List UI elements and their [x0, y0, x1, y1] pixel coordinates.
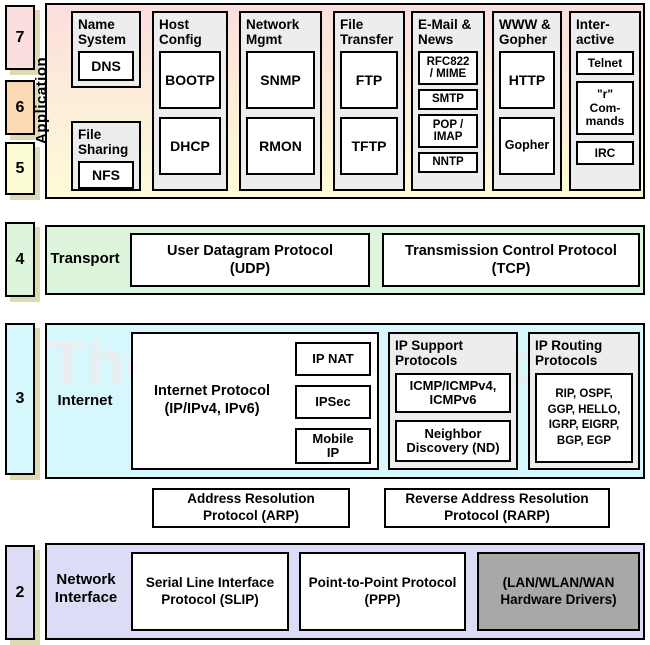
application-layer-label: Application: [33, 56, 50, 144]
osi-layer-number: 3: [15, 390, 25, 407]
osi-layer-chip-2: 2: [5, 545, 35, 640]
protocol-slip[interactable]: Serial Line Interface Protocol (SLIP): [131, 552, 289, 631]
osi-layer-chip-7: 7: [5, 5, 35, 70]
protocol-nntp[interactable]: NNTP: [418, 152, 478, 174]
protocol-ppp[interactable]: Point-to-Point Protocol (PPP): [299, 552, 466, 631]
app-category-host-config: Host Config BOOTP DHCP: [152, 11, 228, 191]
category-title: Inter- active: [576, 17, 615, 48]
category-title: Network Mgmt: [246, 17, 300, 48]
app-category-name-system: Name System DNS: [71, 11, 141, 88]
category-title: Host Config: [159, 17, 202, 48]
protocol-nfs[interactable]: NFS: [78, 161, 134, 190]
panel-title: IP Support Protocols: [395, 338, 464, 369]
category-title: File Sharing: [78, 127, 129, 158]
app-category-interactive: Inter- active Telnet "r" Com- mands IRC: [569, 11, 641, 191]
internet-layer-label: Internet: [57, 392, 113, 409]
protocol-rfc822-mime[interactable]: RFC822 / MIME: [418, 51, 478, 86]
protocol-tftp[interactable]: TFTP: [340, 117, 398, 176]
category-title: WWW & Gopher: [499, 17, 551, 48]
internet-protocol-label: Internet Protocol (IP/IPv4, IPv6): [153, 383, 270, 418]
protocol-dns[interactable]: DNS: [78, 51, 134, 82]
protocol-rarp[interactable]: Reverse Address Resolution Protocol (RAR…: [384, 488, 610, 528]
protocol-udp[interactable]: User Datagram Protocol (UDP): [130, 233, 370, 287]
panel-title: IP Routing Protocols: [535, 338, 603, 369]
category-title: E-Mail & News: [418, 17, 472, 48]
app-category-file-transfer: File Transfer FTP TFTP: [333, 11, 405, 191]
protocol-http[interactable]: HTTP: [499, 51, 555, 110]
ip-support-protocols-panel: IP Support Protocols ICMP/ICMPv4, ICMPv6…: [388, 332, 518, 470]
protocol-neighbor-discovery[interactable]: Neighbor Discovery (ND): [395, 420, 511, 463]
protocol-arp[interactable]: Address Resolution Protocol (ARP): [152, 488, 350, 528]
protocol-irc[interactable]: IRC: [576, 141, 634, 166]
osi-layer-chip-4: 4: [5, 222, 35, 297]
hardware-drivers-box: (LAN/WLAN/WAN Hardware Drivers): [477, 552, 640, 631]
protocol-snmp[interactable]: SNMP: [246, 51, 315, 110]
osi-layer-number: 2: [15, 583, 25, 601]
osi-layer-chip-6: 6: [5, 80, 35, 135]
protocol-telnet[interactable]: Telnet: [576, 51, 634, 76]
app-category-www-gopher: WWW & Gopher HTTP Gopher: [492, 11, 562, 191]
osi-layer-number: 6: [15, 98, 25, 116]
ip-routing-protocols-panel: IP Routing Protocols RIP, OSPF, GGP, HEL…: [528, 332, 640, 470]
app-category-email-news: E-Mail & News RFC822 / MIME SMTP POP / I…: [411, 11, 485, 191]
protocol-rmon[interactable]: RMON: [246, 117, 315, 176]
protocol-smtp[interactable]: SMTP: [418, 89, 478, 111]
protocol-ipsec[interactable]: IPSec: [295, 385, 371, 419]
protocol-dhcp[interactable]: DHCP: [159, 117, 221, 176]
transport-layer-label: Transport: [50, 250, 120, 267]
osi-layer-chip-5: 5: [5, 142, 35, 195]
osi-layer-number: 7: [15, 28, 25, 46]
app-category-file-sharing: File Sharing NFS: [71, 121, 141, 191]
protocol-ftp[interactable]: FTP: [340, 51, 398, 110]
osi-layer-number: 4: [15, 250, 25, 268]
osi-layer-chip-3: 3: [5, 323, 35, 475]
protocol-tcp[interactable]: Transmission Control Protocol (TCP): [382, 233, 640, 287]
osi-layer-number: 5: [15, 159, 25, 177]
protocol-routing-list[interactable]: RIP, OSPF, GGP, HELLO, IGRP, EIGRP, BGP,…: [535, 373, 633, 464]
category-title: Name System: [78, 17, 127, 48]
category-title: File Transfer: [340, 17, 394, 48]
app-category-network-mgmt: Network Mgmt SNMP RMON: [239, 11, 322, 191]
network-interface-layer-label: Network Interface: [54, 571, 118, 606]
protocol-bootp[interactable]: BOOTP: [159, 51, 221, 110]
protocol-icmp[interactable]: ICMP/ICMPv4, ICMPv6: [395, 373, 511, 414]
internet-protocol-box[interactable]: Internet Protocol (IP/IPv4, IPv6) IP NAT…: [131, 332, 379, 470]
protocol-r-commands[interactable]: "r" Com- mands: [576, 81, 634, 136]
protocol-pop-imap[interactable]: POP / IMAP: [418, 114, 478, 149]
protocol-mobile-ip[interactable]: Mobile IP: [295, 428, 371, 464]
protocol-ip-nat[interactable]: IP NAT: [295, 342, 371, 376]
protocol-gopher[interactable]: Gopher: [499, 117, 555, 176]
